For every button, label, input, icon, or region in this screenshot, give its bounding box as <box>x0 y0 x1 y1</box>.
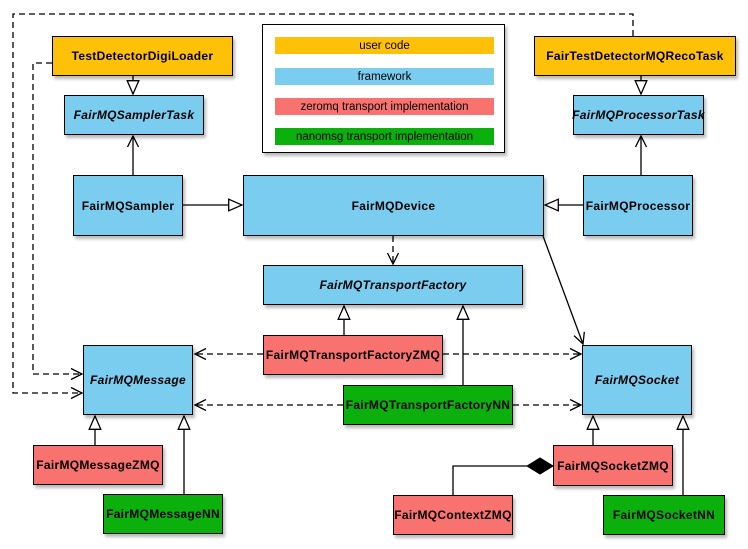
edge-digiloader-message-dependency <box>32 62 84 381</box>
node-label: FairMQMessageZMQ <box>36 458 160 472</box>
node-label: FairMQTransportFactoryZMQ <box>265 348 441 362</box>
legend-item-framework: framework <box>275 68 494 85</box>
legend-item-zeromq: zeromq transport implementation <box>275 98 494 115</box>
node-label: FairMQSocketNN <box>612 508 716 522</box>
node-label: FairMQSocket <box>594 373 680 387</box>
legend: user code framework zeromq transport imp… <box>262 24 505 153</box>
node-label: FairMQMessage <box>90 373 186 387</box>
legend-item-nanomsg: nanomsg transport implementation <box>275 128 494 145</box>
node-fairmq-processor: FairMQProcessor <box>583 175 693 236</box>
node-fairmq-message-zmq: FairMQMessageZMQ <box>33 445 163 485</box>
edge-contextzmq-socketzmq-composition <box>452 465 527 495</box>
node-label: FairMQProcessorTask <box>572 108 705 122</box>
node-label: FairMQContextZMQ <box>394 508 512 522</box>
edge-recotask-message-dependency <box>12 13 634 400</box>
node-fairmq-sampler-task: FairMQSamplerTask <box>64 95 204 135</box>
node-label: FairMQDevice <box>351 198 436 213</box>
node-fairmq-transport-factory: FairMQTransportFactory <box>263 265 523 305</box>
node-fairmq-device: FairMQDevice <box>243 175 544 236</box>
composition-diamond <box>526 457 554 475</box>
node-fairmq-socket-zmq: FairMQSocketZMQ <box>553 445 673 486</box>
node-label: TestDetectorDigiLoader <box>71 49 214 63</box>
node-label: FairMQTransportFactory <box>319 278 467 292</box>
node-label: FairMQTransportFactoryNN <box>345 398 511 412</box>
node-fairmq-transport-factory-zmq: FairMQTransportFactoryZMQ <box>263 335 443 375</box>
edge-device-socket-association <box>542 235 585 346</box>
node-label: FairMQMessageNN <box>106 507 220 521</box>
legend-label: framework <box>357 70 412 83</box>
node-fairmq-context-zmq: FairMQContextZMQ <box>393 495 513 535</box>
node-test-detector-digi-loader: TestDetectorDigiLoader <box>52 36 233 76</box>
node-fairmq-message-nn: FairMQMessageNN <box>103 494 223 534</box>
node-label: FairMQSocketZMQ <box>557 458 669 473</box>
node-fairmq-message: FairMQMessage <box>83 345 193 415</box>
node-label: FairMQSamplerTask <box>73 108 195 122</box>
legend-label: zeromq transport implementation <box>300 100 469 113</box>
legend-item-user-code: user code <box>275 37 494 54</box>
node-fairmq-socket-nn: FairMQSocketNN <box>603 495 725 535</box>
node-label: FairTestDetectorMQRecoTask <box>546 49 724 63</box>
node-label: FairMQProcessor <box>585 198 691 213</box>
node-label: FairMQSampler <box>81 198 175 213</box>
node-fair-test-detector-mq-reco-task: FairTestDetectorMQRecoTask <box>534 36 736 76</box>
node-fairmq-processor-task: FairMQProcessorTask <box>572 95 705 135</box>
node-fairmq-sampler: FairMQSampler <box>73 175 183 236</box>
node-fairmq-transport-factory-nn: FairMQTransportFactoryNN <box>343 385 513 425</box>
node-fairmq-socket: FairMQSocket <box>582 345 692 415</box>
legend-label: nanomsg transport implementation <box>295 130 474 143</box>
legend-label: user code <box>359 39 410 52</box>
